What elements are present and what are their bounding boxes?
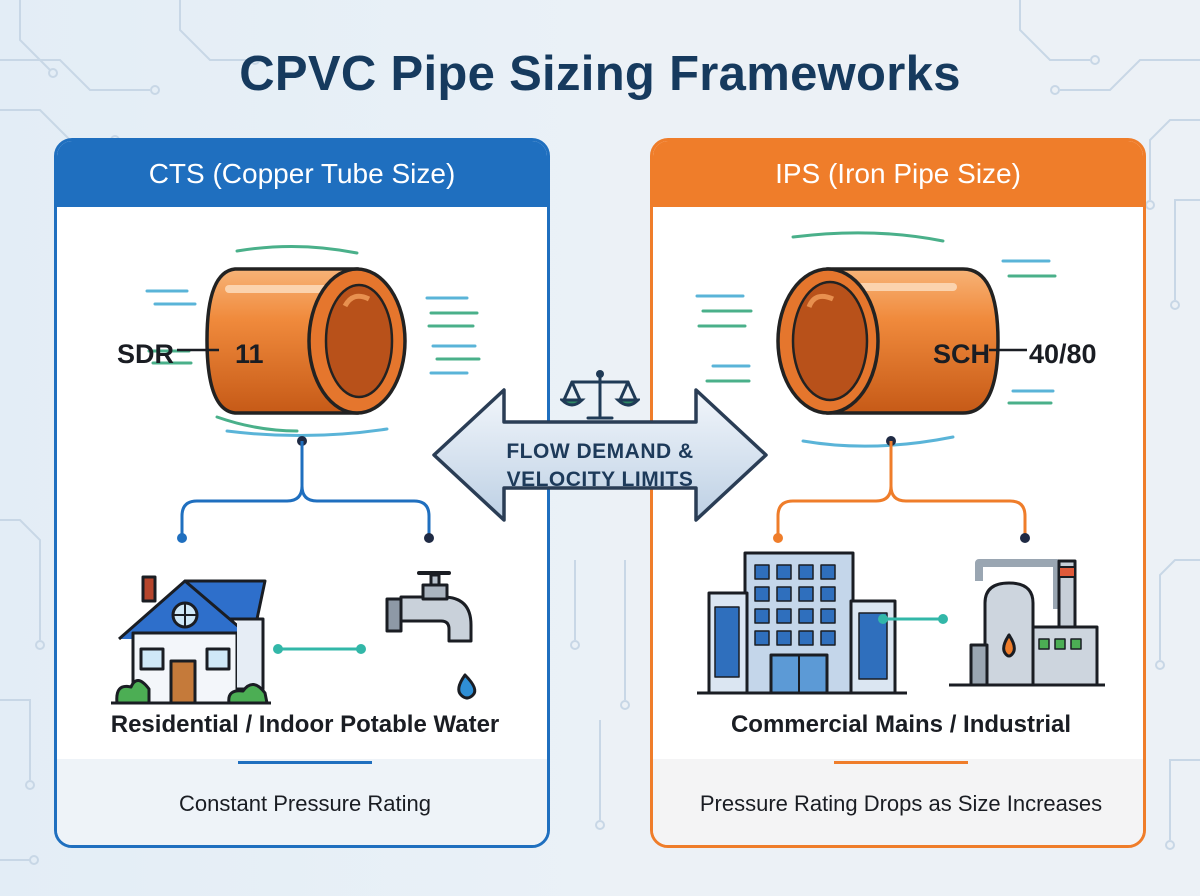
pipe-icon	[776, 267, 1000, 415]
industrial-plant-icon	[949, 559, 1105, 687]
ips-panel-footer	[653, 759, 1143, 845]
ips-footer-text: Pressure Rating Drops as Size Increases	[699, 791, 1103, 816]
ips-application-label: Commercial Mains / Industrial	[730, 711, 1072, 738]
ips-footer-divider	[834, 761, 968, 764]
house-icon	[111, 575, 271, 705]
balance-scale-icon	[560, 370, 640, 420]
connector-tree	[773, 436, 1030, 543]
double-arrow-icon	[432, 388, 768, 522]
pipe-icon	[205, 267, 407, 415]
ips-panel-header: IPS (Iron Pipe Size)	[653, 141, 1143, 207]
page-title: CPVC Pipe Sizing Frameworks	[239, 47, 961, 101]
center-label-line1: FLOW DEMAND &	[506, 440, 694, 463]
ips-illustration	[695, 231, 1105, 695]
cts-application-label: Residential / Indoor Potable Water	[110, 711, 500, 738]
icon-connector	[878, 614, 948, 624]
motion-lines	[695, 231, 1057, 448]
cts-rating-value: 11	[235, 339, 264, 369]
ips-panel: IPS (Iron Pipe Size)	[650, 138, 1146, 848]
cts-rating-key: SDR	[117, 339, 175, 369]
cts-panel-header: CTS (Copper Tube Size)	[57, 141, 547, 207]
icon-connector	[273, 644, 366, 654]
cts-footer-divider	[238, 761, 372, 764]
cts-panel-footer	[57, 759, 547, 845]
center-label-line2: VELOCITY LIMITS	[506, 468, 694, 491]
cts-footer-text: Constant Pressure Rating	[179, 791, 431, 816]
cts-panel: CTS (Copper Tube Size)	[54, 138, 550, 848]
office-building-icon	[697, 551, 907, 695]
cts-illustration	[111, 244, 481, 705]
motion-lines	[145, 244, 481, 438]
ips-rating-value: 40/80	[1029, 339, 1097, 369]
connector-tree	[177, 436, 434, 543]
faucet-icon	[385, 571, 477, 700]
ips-rating-key: SCH	[933, 339, 991, 369]
